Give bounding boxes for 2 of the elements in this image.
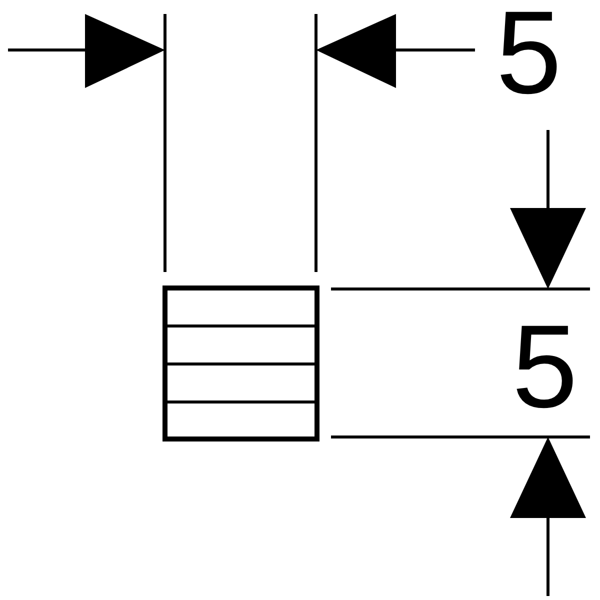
dimension-label: 5 xyxy=(512,308,578,426)
dimension-label: 5 xyxy=(496,0,562,112)
